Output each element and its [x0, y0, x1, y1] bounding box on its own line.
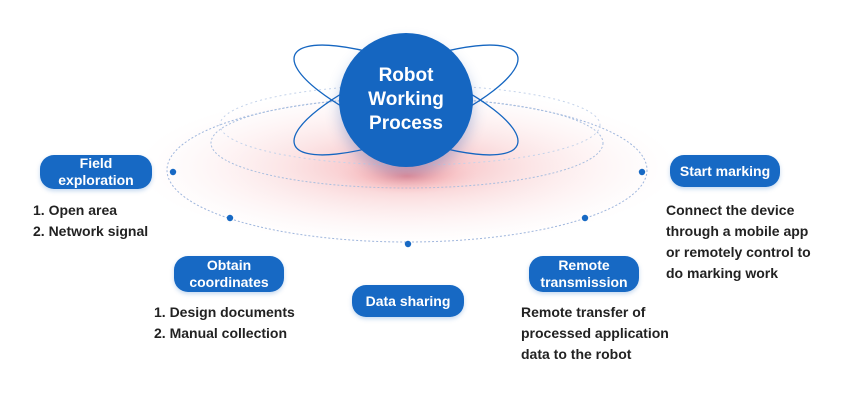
glow-core	[337, 158, 477, 194]
step-desc-field-exploration: 1. Open area 2. Network signal	[33, 200, 148, 242]
center-title: Robot Working Process	[339, 33, 473, 167]
step-desc-obtain-coordinates: 1. Design documents 2. Manual collection	[154, 302, 295, 344]
step-dot-3	[404, 240, 412, 248]
desc-line: or remotely control to	[666, 244, 811, 260]
desc-line: 2. Manual collection	[154, 325, 288, 341]
step-pill-remote-transmission: Remote transmission	[529, 256, 639, 292]
desc-line: 1. Design documents	[154, 304, 295, 320]
step-dot-5	[638, 168, 646, 176]
desc-line: data to the robot	[521, 346, 632, 362]
desc-line: 2. Network signal	[33, 223, 149, 239]
step-pill-obtain-coordinates: Obtain coordinates	[174, 256, 284, 292]
desc-line: do marking work	[666, 265, 779, 281]
desc-line: through a mobile app	[666, 223, 809, 239]
desc-line: 1. Open area	[33, 202, 118, 218]
step-dot-1	[169, 168, 177, 176]
step-desc-remote-transmission: Remote transfer of processed application…	[521, 302, 669, 365]
step-dot-2	[226, 214, 234, 222]
step-dot-4	[581, 214, 589, 222]
desc-line: processed application	[521, 325, 669, 341]
step-pill-field-exploration: Field exploration	[40, 155, 152, 189]
desc-line: Connect the device	[666, 202, 795, 218]
desc-line: Remote transfer of	[521, 304, 646, 320]
step-pill-start-marking: Start marking	[670, 155, 780, 187]
step-pill-data-sharing: Data sharing	[352, 285, 464, 317]
step-desc-start-marking: Connect the device through a mobile app …	[666, 200, 811, 284]
